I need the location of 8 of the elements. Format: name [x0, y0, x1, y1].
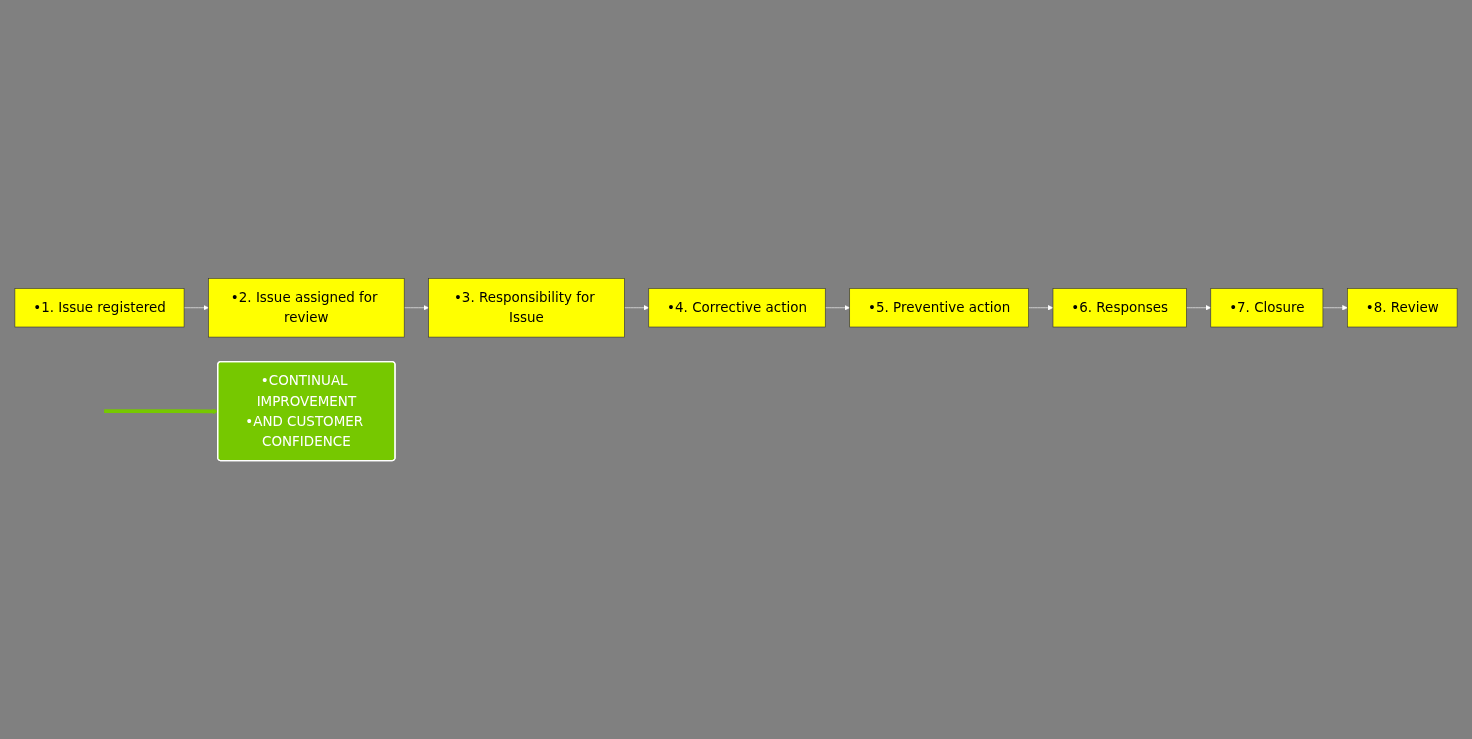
node-box: •8. Review [1347, 288, 1458, 328]
node-box: •4. Corrective action [648, 288, 826, 328]
node-box: •3. Responsibility for Issue [428, 278, 625, 338]
node-box: •2. Issue assigned for review [208, 278, 405, 338]
node-box: •6. Responses [1052, 288, 1187, 328]
node-box: •1. Issue registered [14, 288, 185, 328]
node-box: •7. Closure [1210, 288, 1324, 328]
node-box: •5. Preventive action [849, 288, 1029, 328]
